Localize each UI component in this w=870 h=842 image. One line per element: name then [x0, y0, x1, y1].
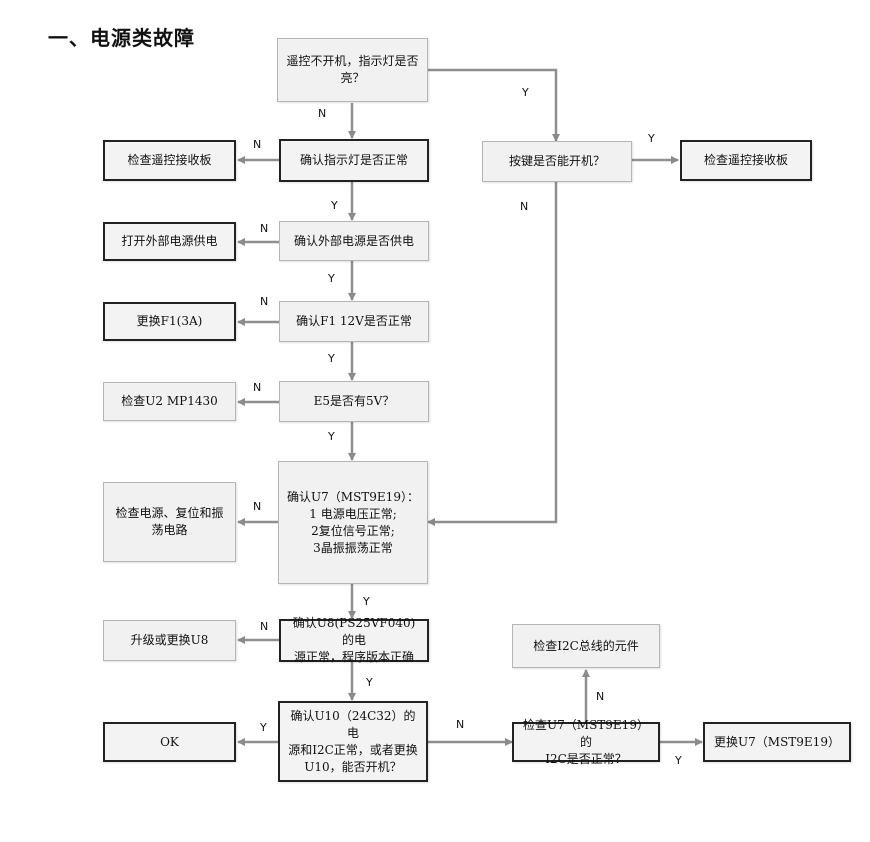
page-title: 一、电源类故障 — [48, 26, 195, 50]
node-check-e5: E5是否有5V？ — [279, 381, 429, 422]
edge-label-i2c-n: N — [596, 690, 605, 703]
node-upgrade-u8: 升级或更换U8 — [103, 620, 236, 661]
node-label: 确认U10（24C32）的电 源和I2C正常，或者更换 U10，能否开机？ — [288, 708, 418, 774]
node-key-power: 按键是否能开机？ — [482, 141, 632, 182]
node-label: 确认外部电源是否供电 — [293, 233, 414, 248]
node-ok: OK — [103, 722, 236, 762]
node-replace-u7: 更换U7（MST9E19） — [703, 722, 851, 762]
node-check-u8: 确认U8(PS25VF040)的电 源正常，程序版本正确 — [279, 616, 429, 664]
node-check-external-power: 确认外部电源是否供电 — [279, 221, 429, 261]
node-label: 确认F1 12V是否正常 — [296, 314, 412, 328]
node-label: 检查U7（MST9E19）的 I2C是否正常？ — [523, 717, 649, 766]
edge-label-ext-y: Y — [328, 272, 335, 285]
node-replace-f1: 更换F1(3A) — [103, 302, 236, 341]
edge-label-u8-y: Y — [366, 676, 373, 689]
node-check-u7-i2c: 检查U7（MST9E19）的 I2C是否正常？ — [512, 718, 660, 766]
node-label: 更换U7（MST9E19） — [714, 734, 840, 749]
node-label: 检查遥控接收板 — [127, 153, 212, 167]
edge-label-indicator-y: Y — [331, 199, 338, 212]
node-label: 确认U7（MST9E19）： 1 电源电压正常; 2复位信号正常; 3晶振振荡正… — [287, 489, 419, 555]
edge-label-indicator-n: N — [253, 138, 262, 151]
node-label: 检查U2 MP1430 — [121, 394, 218, 408]
node-remote-no-power: 遥控不开机，指示灯是否 亮？ — [277, 38, 428, 102]
node-label: OK — [160, 734, 179, 749]
edge-label-remote-y: Y — [522, 86, 529, 99]
node-label: 检查I2C总线的元件 — [533, 638, 639, 653]
edge-label-ext-n: N — [260, 222, 269, 235]
node-check-power-reset-osc: 检查电源、复位和振 荡电路 — [103, 482, 236, 562]
node-check-u10: 确认U10（24C32）的电 源和I2C正常，或者更换 U10，能否开机？ — [278, 701, 428, 782]
node-label: E5是否有5V？ — [313, 394, 395, 408]
node-check-i2c-components: 检查I2C总线的元件 — [512, 624, 660, 668]
edge-label-e5-y: Y — [328, 430, 335, 443]
node-check-u7: 确认U7（MST9E19）： 1 电源电压正常; 2复位信号正常; 3晶振振荡正… — [278, 461, 428, 584]
node-label: 更换F1(3A) — [136, 314, 203, 328]
node-check-indicator: 确认指示灯是否正常 — [279, 139, 429, 182]
node-check-remote-board-left: 检查遥控接收板 — [103, 140, 236, 181]
edge-label-key-n: N — [520, 200, 529, 213]
node-label: 确认U8(PS25VF040)的电 源正常，程序版本正确 — [292, 616, 416, 664]
edge-label-u10-n: N — [456, 718, 465, 731]
edge-label-u7-y: Y — [363, 595, 370, 608]
node-label: 按键是否能开机？ — [508, 154, 605, 168]
edge-label-f1-n: N — [260, 295, 269, 308]
edge-label-f1-y: Y — [328, 352, 335, 365]
node-open-external-power: 打开外部电源供电 — [103, 222, 236, 261]
edge-label-i2c-y: Y — [675, 754, 682, 767]
node-check-u2: 检查U2 MP1430 — [103, 382, 236, 421]
node-check-f1: 确认F1 12V是否正常 — [279, 301, 429, 342]
node-label: 检查电源、复位和振 荡电路 — [115, 506, 224, 537]
node-label: 确认指示灯是否正常 — [299, 153, 408, 167]
edge-key-to-u7 — [427, 182, 558, 526]
edge-label-e5-n: N — [253, 381, 262, 394]
node-check-remote-board-right: 检查遥控接收板 — [680, 140, 812, 181]
edge-label-key-y: Y — [648, 132, 655, 145]
edge-label-u8-n: N — [260, 620, 269, 633]
edge-label-u7-n: N — [253, 500, 262, 513]
node-label: 遥控不开机，指示灯是否 亮？ — [286, 54, 419, 85]
node-label: 打开外部电源供电 — [121, 234, 218, 248]
edge-remote-to-key — [428, 68, 560, 142]
edge-label-remote-n: N — [318, 107, 327, 120]
edge-label-u10-y: Y — [260, 721, 267, 734]
node-label: 检查遥控接收板 — [703, 153, 788, 167]
node-label: 升级或更换U8 — [130, 633, 209, 647]
